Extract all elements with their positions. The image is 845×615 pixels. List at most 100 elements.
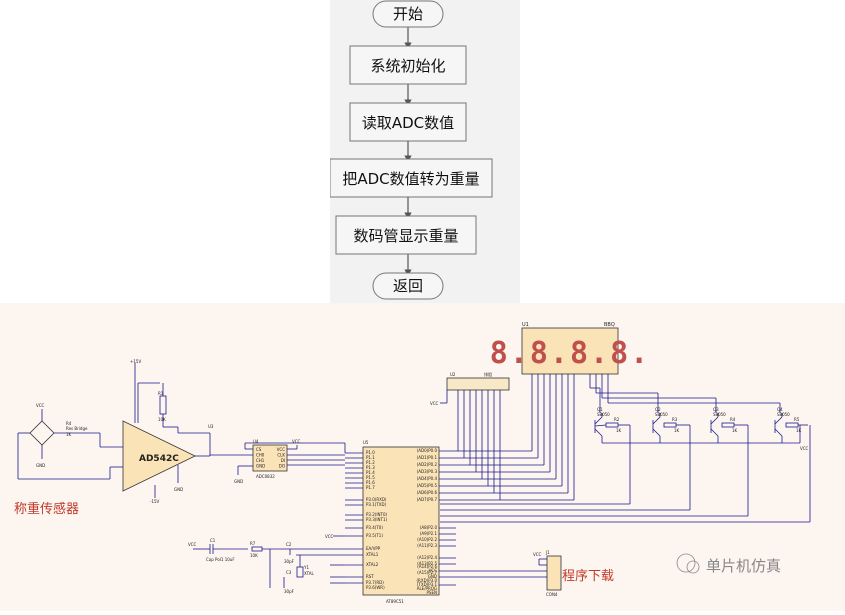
flow-start-label: 开始: [393, 5, 423, 23]
resistor-header: [440, 377, 510, 404]
header-wires: [457, 390, 501, 500]
c2-value: 30pF: [284, 559, 295, 564]
ea-vcc: VCC: [325, 534, 334, 539]
flowchart-panel: 开始 系统初始化 读取ADC数值 把ADC数值转为重量 数码管显示重量 返回: [329, 0, 520, 303]
r7-value: 10K: [250, 553, 258, 558]
mcu-left-pin-label: P1.4: [366, 470, 375, 475]
mcu-left-pin-label: P1.2: [366, 460, 375, 465]
q4-ref: Q4: [777, 407, 783, 412]
flow-step-label: 数码管显示重量: [353, 227, 458, 245]
adc-vcc: VCC: [292, 439, 301, 444]
y1-ref: Y1: [303, 565, 309, 570]
watermark-text: 单片机仿真: [706, 557, 781, 575]
mcu-right-pin-label: (A13)P2.5: [417, 561, 437, 566]
mcu-left-pin-label: P1.5: [366, 475, 375, 480]
q3-type: S8050: [713, 412, 726, 417]
mcu-right-pin-label: (A14)P2.6: [417, 564, 437, 569]
r2-ref: R2: [614, 417, 620, 422]
flow-end-label: 返回: [393, 277, 423, 295]
y1-value: XTAL: [304, 571, 315, 576]
mcu-left-pin-label: P3.3(INT1): [366, 517, 387, 522]
mcu-right-pin-label: (A8)P2.0: [420, 525, 438, 530]
display-segment-wires: [458, 374, 575, 501]
mcu-right-pin-label: (AD4)P0.4: [417, 476, 438, 481]
mcu-right-pin-label: (A10)P2.2: [417, 537, 437, 542]
mcu-left-pin-label: EA/VPP: [366, 546, 381, 551]
q4-type: S8050: [777, 412, 790, 417]
watermark-logo: [676, 553, 700, 574]
bridge-vcc: VCC: [36, 403, 45, 408]
mcu-left-pin-labels: P1.0P1.1P1.2P1.3P1.4P1.5P1.6P1.7P3.0(RXD…: [366, 450, 387, 590]
mcu-right-pin-label: (AD3)P0.3: [417, 469, 438, 474]
mcu-left-pin-label: P1.0: [366, 450, 375, 455]
bridge-sensor: [17, 409, 123, 480]
mcu-right-pin-label: PSEN: [427, 590, 437, 595]
r1-ref: R1: [158, 391, 164, 396]
opamp-chip-name: AD542C: [139, 454, 179, 464]
mcu-ref: U5: [363, 440, 369, 445]
mcu-left-pin-label: RST: [366, 574, 374, 579]
connector-name: CON4: [546, 592, 558, 597]
adc-right-pin-label: DI: [281, 458, 285, 463]
mcu-right-pin-label: (AD1)P0.1: [417, 455, 438, 460]
adc-left-pin-label: GND: [256, 464, 265, 469]
emitter-bus: [602, 424, 808, 444]
mcu-right-pin-label: (A12)P2.4: [417, 555, 437, 560]
r1-value: 10K: [158, 417, 166, 422]
op-amp: [122, 363, 211, 498]
flow-step-2: 读取ADC数值: [349, 102, 467, 142]
opamp-gnd: GND: [174, 487, 183, 492]
mcu-right-pin-label: (A9)P2.1: [420, 531, 438, 536]
adc-left-pin-label: CS: [256, 447, 262, 452]
q2-type: S8050: [655, 412, 668, 417]
program-connector: [538, 555, 562, 591]
digit-control-wires: [440, 424, 811, 523]
digit-select-wires: [589, 374, 781, 413]
schematic-panel: 8.8.8.8. U1 BBQ U2 排阻 VCC Q1 S8050 R2 1K…: [0, 303, 845, 611]
adc-chip: [210, 442, 346, 475]
mcu-left-pin-label: P3.0(RXD): [366, 497, 387, 502]
header-vcc: VCC: [430, 401, 439, 406]
mcu-right-pin-label: (RXD)P3.0: [417, 578, 438, 583]
mcu-right-pin-label: (AD0)P0.0: [417, 448, 438, 453]
mcu-left-pin-label: P3.6(WR): [366, 585, 385, 590]
mcu-chip: [362, 446, 440, 596]
r4-value: 1K: [732, 428, 738, 433]
schematic-svg: 8.8.8.8. U1 BBQ U2 排阻 VCC Q1 S8050 R2 1K…: [14, 322, 811, 604]
c3-ref: C3: [286, 570, 292, 575]
adc-right-pin-label: VCC: [277, 447, 286, 452]
mcu-right-pin-label: (AD7)P0.7: [417, 497, 438, 502]
mcu-right-pin-label: (AD2)P0.2: [417, 462, 438, 467]
flow-step-label: 读取ADC数值: [362, 114, 454, 132]
q1-type: S8050: [597, 412, 610, 417]
mcu-left-pin-label: P3.2(INT0): [366, 512, 387, 517]
q3-ref: Q3: [713, 407, 719, 412]
mcu-right-pin-lines: [439, 450, 545, 586]
mcu-left-pin-label: P3.5(T1): [366, 533, 383, 538]
osc-vcc: VCC: [188, 542, 197, 547]
mcu-left-pin-label: XTAL1: [366, 552, 379, 557]
r3-value: 1K: [674, 428, 680, 433]
flow-start-node: 开始: [372, 0, 444, 28]
adc-chip-name: ADC0832: [256, 474, 275, 479]
mcu-left-pin-label: P1.6: [366, 480, 375, 485]
mcu-right-pin-label: (TXD)P3.1: [417, 582, 438, 587]
adc-left-pin-label: CH0: [256, 453, 265, 458]
bridge-ref: R4: [66, 421, 72, 426]
q1-ref: Q1: [597, 407, 603, 412]
adc-gnd: GND: [234, 479, 243, 484]
mcu-right-pin-label: GND: [428, 574, 437, 579]
c2-ref: C2: [286, 542, 292, 547]
header-label: 排阻: [484, 371, 492, 377]
bridge-name: Res Bridge: [66, 426, 88, 431]
emitter-vcc: VCC: [800, 446, 809, 451]
flow-step-label: 把ADC数值转为重量: [342, 170, 479, 188]
mcu-left-pin-label: P3.4(T0): [366, 525, 383, 530]
flow-step-4: 数码管显示重量: [335, 215, 477, 255]
mcu-right-pin-label: ALE/PROG: [417, 586, 437, 591]
flow-end-node: 返回: [372, 272, 444, 300]
r7-ref: R7: [250, 541, 256, 546]
flow-step-1: 系统初始化: [349, 45, 467, 85]
c1-value: Cap Pol1 10uF: [206, 557, 235, 562]
